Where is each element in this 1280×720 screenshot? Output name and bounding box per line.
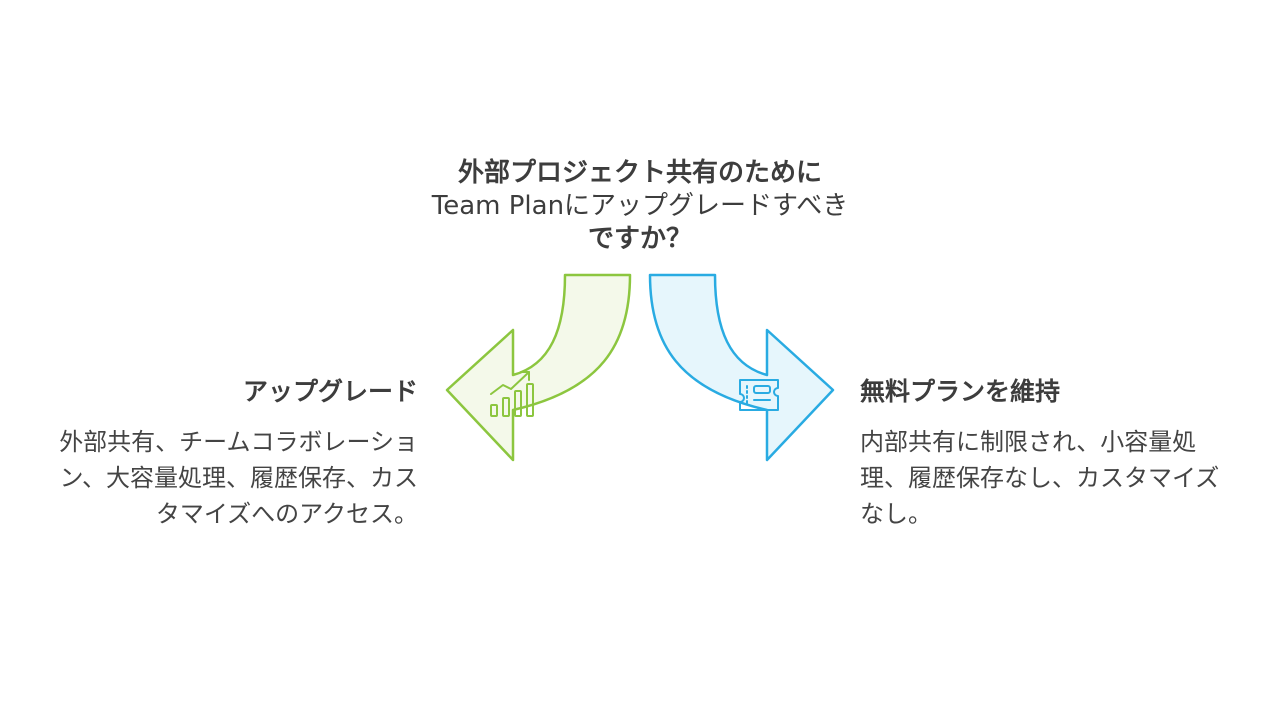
free-plan-option-description: 内部共有に制限され、小容量処理、履歴保存なし、カスタマイズなし。 [860,428,1220,528]
upgrade-option-description: 外部共有、チームコラボレーション、大容量処理、履歴保存、カスタマイズへのアクセス… [59,428,418,528]
right-branch-arrow [648,273,835,462]
question-line-2: Team Planにアップグレードすべき [431,191,849,221]
left-branch-arrow [445,273,632,462]
free-plan-option-title: 無料プランを維持 [860,377,1061,406]
decision-question: 外部プロジェクト共有のために Team Planにアップグレードすべき ですか？ [340,157,940,256]
question-line-1: 外部プロジェクト共有のために [457,158,822,188]
growth-chart-icon [490,371,534,417]
question-line-3: ですか？ [587,224,692,254]
ticket-icon [739,379,779,411]
upgrade-option-title: アップグレード [242,377,418,406]
